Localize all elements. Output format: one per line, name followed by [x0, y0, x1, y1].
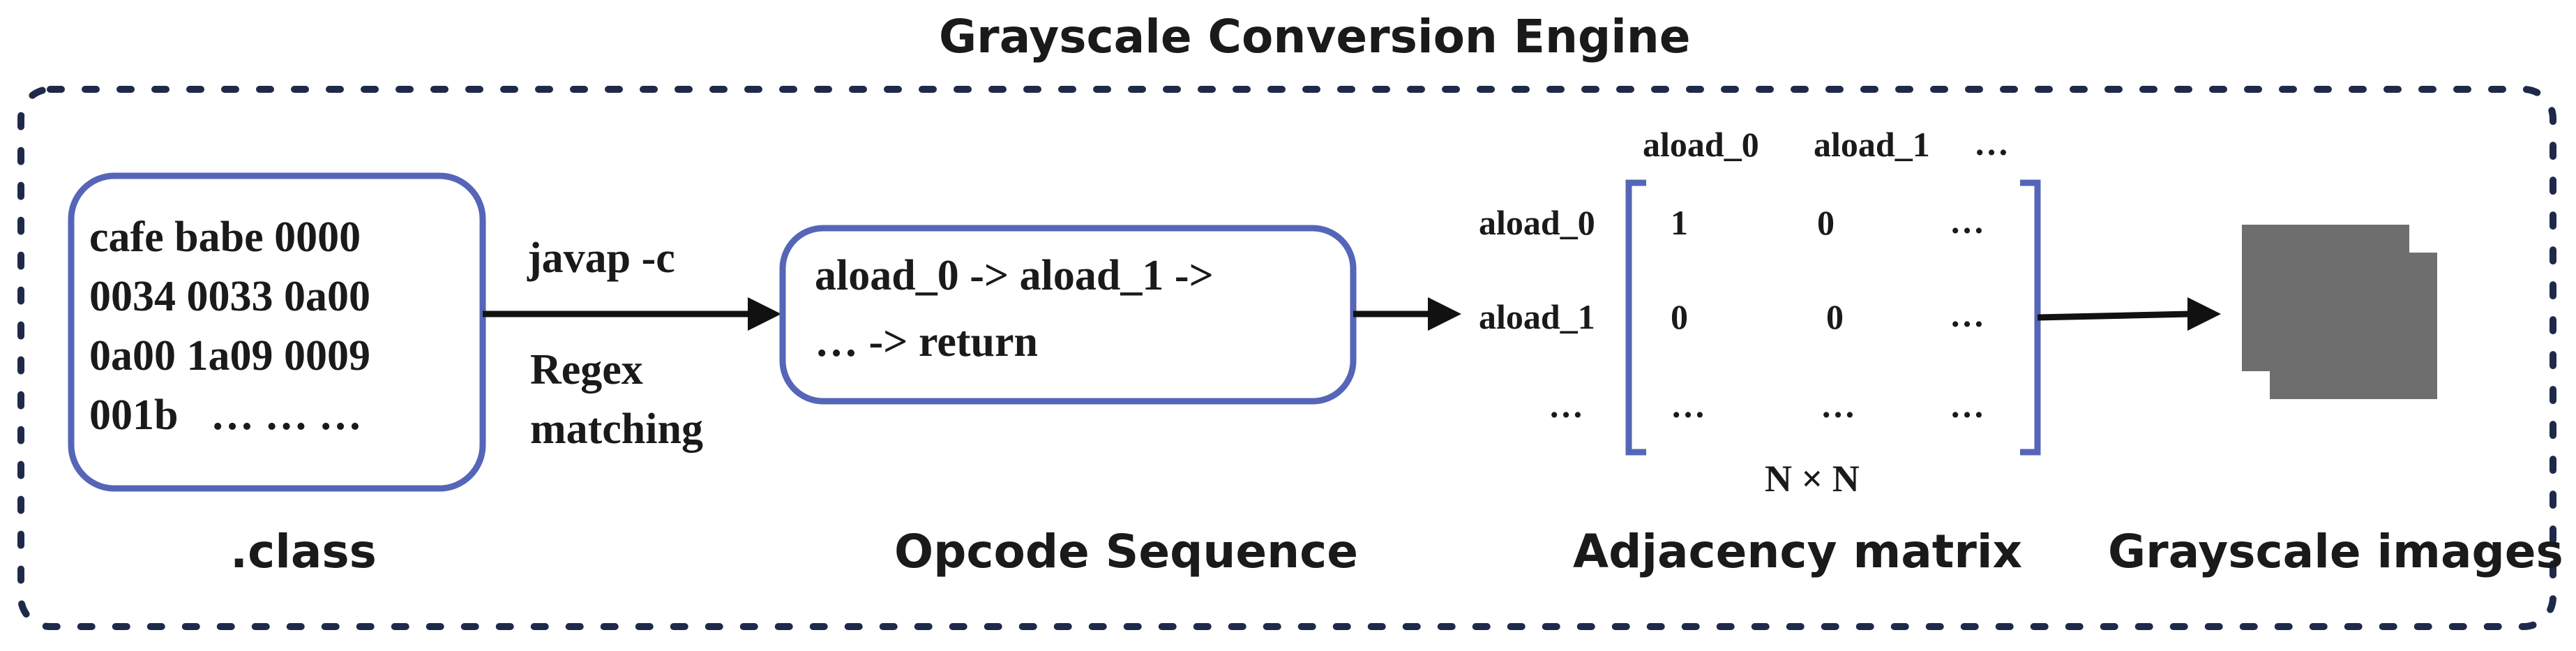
- matrix-size-label: N × N: [1765, 458, 1860, 500]
- matrix-col-header-1: aload_0: [1643, 125, 1759, 164]
- arrow-class-to-opcode-head: [748, 297, 781, 331]
- class-file-box: [68, 172, 486, 492]
- javap-label: javap -c: [527, 234, 675, 282]
- class-hex-line-2: 0034 0033 0a00: [89, 273, 370, 320]
- opcode-caption: Opcode Sequence: [894, 525, 1358, 578]
- matrix-cell-2-0: …: [1671, 386, 1705, 425]
- class-hex-line-1: cafe babe 0000: [89, 214, 361, 261]
- diagram-title: Grayscale Conversion Engine: [939, 10, 1691, 63]
- grayscale-image-front: [2270, 253, 2437, 399]
- arrow-matrix-to-images-head: [2187, 297, 2221, 331]
- matrix-right-bracket: [2020, 179, 2041, 456]
- matrix-row-header-3: …: [1549, 386, 1583, 425]
- matrix-cell-0-0: 1: [1671, 203, 1688, 242]
- opcode-line-1: aload_0 -> aload_1 ->: [815, 252, 1214, 299]
- arrow-opcode-to-matrix-head: [1428, 297, 1461, 331]
- matrix-caption: Adjacency matrix: [1573, 525, 2023, 578]
- matrix-row-header-1: aload_0: [1479, 203, 1595, 242]
- matrix-row-header-2: aload_1: [1479, 297, 1595, 336]
- matrix-cell-0-1: 0: [1817, 203, 1835, 242]
- matrix-cell-2-2: …: [1950, 386, 1984, 425]
- matrix-left-bracket: [1625, 179, 1646, 456]
- arrow-matrix-to-images-line: [2037, 310, 2191, 321]
- opcode-line-2: … -> return: [815, 318, 1039, 366]
- matrix-cell-0-2: …: [1950, 202, 1984, 241]
- outer-dashed-frame: [17, 86, 2556, 630]
- matrix-cell-1-0: 0: [1671, 297, 1688, 336]
- class-caption: .class: [230, 525, 377, 578]
- matrix-cell-1-2: …: [1950, 295, 1984, 334]
- images-caption: Grayscale images: [2108, 525, 2563, 578]
- matrix-cell-2-1: …: [1821, 386, 1855, 425]
- regex-label: Regex: [530, 346, 643, 394]
- matrix-col-header-3: …: [1974, 124, 2009, 163]
- matrix-cell-1-1: 0: [1826, 297, 1844, 336]
- matrix-col-header-2: aload_1: [1814, 125, 1930, 164]
- class-hex-line-4: 001b … … …: [89, 391, 362, 439]
- class-hex-line-3: 0a00 1a09 0009: [89, 332, 370, 380]
- matching-label: matching: [530, 405, 703, 453]
